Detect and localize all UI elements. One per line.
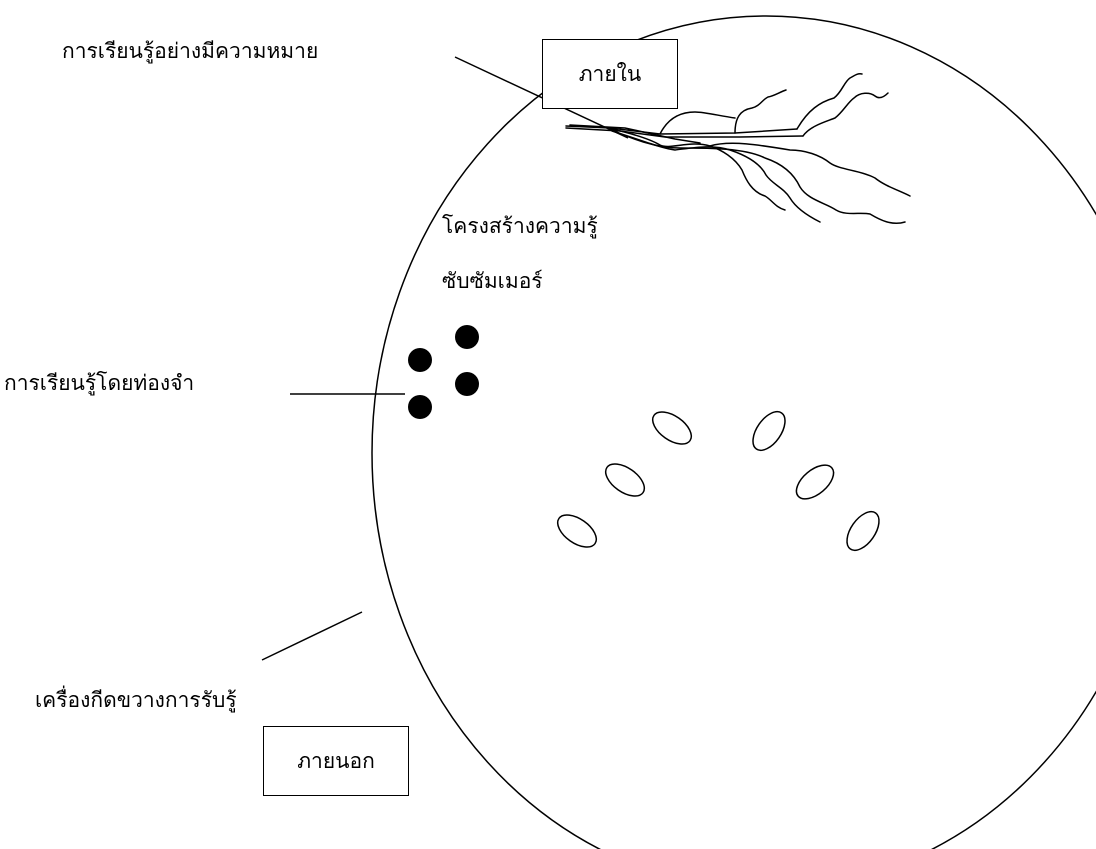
rote-dot bbox=[408, 395, 432, 419]
subsumer-label: ซับซัมเมอร์ bbox=[442, 271, 543, 292]
subsumer-ovals bbox=[552, 406, 885, 556]
subsumer-oval bbox=[841, 506, 886, 556]
meaningful-learning-label: การเรียนรู้อย่างมีความหมาย bbox=[62, 41, 318, 62]
rote-dot bbox=[408, 348, 432, 372]
subsumer-oval bbox=[790, 459, 839, 506]
external-label: ภายนอก bbox=[297, 745, 375, 778]
subsumer-oval bbox=[647, 406, 697, 451]
rote-learning-dots bbox=[408, 325, 479, 419]
cognitive-structure-label: โครงสร้างความรู้ bbox=[442, 216, 598, 237]
internal-label: ภายใน bbox=[579, 58, 642, 91]
rote-dot bbox=[455, 325, 479, 349]
rote-dot bbox=[455, 372, 479, 396]
subsumer-oval bbox=[747, 406, 792, 456]
rote-learning-label: การเรียนรู้โดยท่องจำ bbox=[4, 373, 194, 394]
subsumer-oval bbox=[552, 509, 602, 554]
perception-barrier-pointer bbox=[262, 612, 362, 660]
cognitive-boundary-circle bbox=[372, 16, 1096, 849]
subsumer-oval bbox=[600, 458, 650, 503]
perception-barrier-label: เครื่องกีดขวางการรับรู้ bbox=[35, 690, 237, 711]
internal-box: ภายใน bbox=[542, 39, 678, 109]
external-box: ภายนอก bbox=[263, 726, 409, 796]
